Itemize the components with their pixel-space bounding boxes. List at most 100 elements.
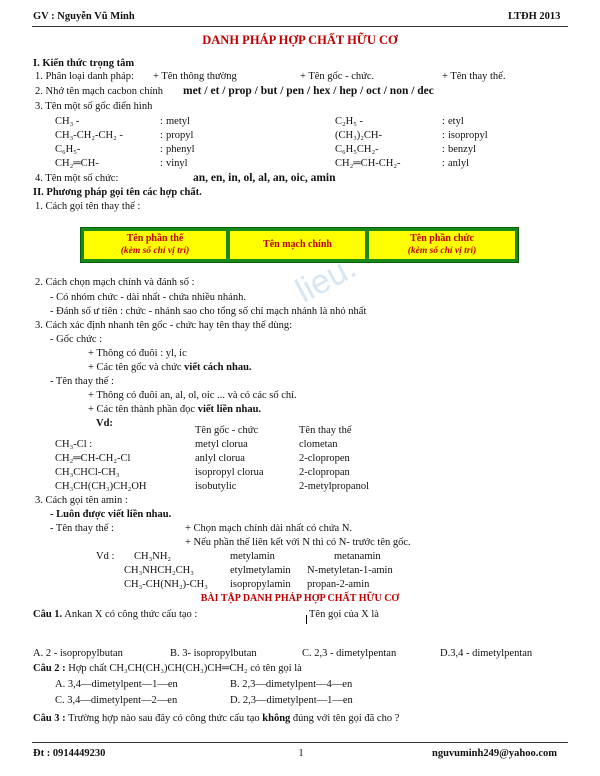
substitutive-rule2: + Các tên thành phần đọc viết liền nhau. [88,404,262,415]
amine-label: 3. Cách gọi tên amin : [35,495,128,506]
radical-formula: CH₃ - [55,116,80,127]
radical-formula: C₆H₅CH₂- [335,144,379,155]
q2-option-d: D. 2,3—dimetylpent—1—en [230,695,353,706]
amine-example-label: Vd : [96,551,115,562]
functional-title: Tên phần chức [410,233,474,244]
example-radical-name: anlyl clorua [195,453,245,464]
radical-name: metyl [166,116,190,127]
radical-functional-label: - Gốc chức : [50,334,103,345]
amine-formula: CH₃-CH(NH₂)-CH₃ [124,579,208,590]
classification-label: 1. Phân loại danh pháp: [35,71,134,82]
example-label: Vd: [96,418,113,429]
teacher-name: GV : Nguyễn Vũ Minh [33,11,135,22]
footer-email: nguvuminh249@yahoo.com [432,748,558,759]
classification-substitutive: + Tên thay thế. [442,71,506,82]
example-substitutive-name: 2-clopropan [299,467,350,478]
quick-naming-label: 3. Cách xác định nhanh tên gốc - chức ha… [35,320,293,331]
radical-formula: CH₂═CH- [55,158,99,169]
footer-divider [32,742,568,743]
substitutive-rule1: + Thông có đuôi an, al, ol, oic ... và c… [88,390,297,401]
example-substitutive-name: 2-clopropen [299,453,350,464]
amine-formula: CH₃NH₂ [134,551,172,562]
question-3: Câu 3 : Trường hợp nào sau đây có công t… [33,713,400,724]
radical-colon: : [442,116,445,127]
amine-radical-name: etylmetylamin [230,565,291,576]
col-radical-functional: Tên gốc - chức [195,425,259,436]
radical-formula: CH₂═CH-CH₂- [335,158,401,169]
example-formula: CH₃-Cl : [55,439,93,450]
radical-colon: : [160,158,163,169]
q1-option-c: C. 2,3 - dimetylpentan [302,648,397,659]
chain-label: 2. Nhớ tên mạch cacbon chính [35,86,164,97]
chain-choice-rule2: - Đánh số ư tiên : chức - nhánh sao cho … [50,306,367,317]
radicals-label: 3. Tên một số gốc điển hình [35,101,153,112]
example-radical-name: metyl clorua [195,439,248,450]
amine-substitutive-label: - Tên thay thế : [50,523,114,534]
classification-common: + Tên thông thường [153,71,237,82]
example-substitutive-name: 2-metylpropanol [299,481,369,492]
example-formula: CH₃CH(CH₃)CH₂OH [55,481,147,492]
section2-heading: II. Phương pháp gọi tên các hợp chất. [33,187,202,198]
chain-choice-label: 2. Cách chọn mạch chính và đánh số : [35,277,195,288]
functional-note: (kèm số chỉ vị trí) [407,246,477,256]
q2-option-b: B. 2,3—dimetylpent—4—en [230,679,353,690]
page-number: 1 [298,748,304,759]
col-substitutive: Tên thay thế [299,425,352,436]
q1-option-d: D.3,4 - dimetylpentan [440,648,533,659]
radical-colon: : [160,116,163,127]
q2-option-c: C. 3,4—dimetylpent—2—en [55,695,178,706]
exercise-title: BÀI TẬP DANH PHÁP HỢP CHẤT HỮU CƠ [200,593,400,604]
amine-rule2: + Nếu phần thế liên kết với N thì có N- … [185,537,411,548]
amine-substitutive-name: propan-2-amin [307,579,370,590]
amine-rule-joined: - Luôn được viết liền nhau. [50,509,172,520]
radical-name: etyl [448,116,464,127]
q1-option-b: B. 3- isopropylbutan [170,648,257,659]
page-title: DANH PHÁP HỢP CHẤT HỮU CƠ [202,33,398,47]
example-formula: CH₂═CH-CH₂-Cl [55,453,131,464]
classification-radical: + Tên gốc - chức. [300,71,375,82]
amine-formula: CH₃NHCH₂CH₃ [124,565,194,576]
question-1-name-prompt: Tên gọi của X là [309,609,379,620]
radical-colon: : [160,130,163,141]
naming-scheme-box: Tên phần thế (kèm số chỉ vị trí) Tên mạc… [80,227,519,263]
question-2: Câu 2 : Hợp chất CH₃CH(CH₃)CH(CH₃)CH═CH₂… [33,663,302,674]
structure-formula-mark [306,615,307,624]
substituent-note: (kèm số chỉ vị trí) [120,246,190,256]
section1-heading: I. Kiến thức trọng tâm [33,58,135,69]
radical-functional-rule2: + Các tên gốc và chức viết cách nhau. [88,362,252,373]
functional-cell: Tên phần chức (kèm số chỉ vị trí) [369,231,515,259]
amine-substitutive-name: N-metyletan-1-amin [307,565,393,576]
footer-phone: Đt : 0914449230 [33,748,106,759]
radical-formula: (CH₃)₂CH- [335,130,382,141]
example-formula: CH₃CHCl-CH₃ [55,467,120,478]
chain-list: met / et / prop / but / pen / hex / hep … [183,85,434,97]
q2-option-a: A. 3,4—dimetylpent—1—en [55,679,178,690]
amine-substitutive-name: metanamin [334,551,381,562]
substituent-title: Tên phần thế [126,233,184,244]
radical-name: anlyl [448,158,469,169]
exam-code: LTĐH 2013 [508,11,561,22]
radical-name: benzyl [448,144,476,155]
header-divider [32,26,568,27]
radical-functional-rule1: + Thông có đuôi : yl, ic [88,348,187,359]
substituent-cell: Tên phần thế (kèm số chỉ vị trí) [84,231,226,259]
amine-rule1: + Chọn mạch chính dài nhất có chứa N. [185,523,353,534]
radical-formula: CH₃-CH₂-CH₂ - [55,130,123,141]
main-chain-cell: Tên mạch chính [230,231,365,259]
substitutive-sub-label: - Tên thay thế : [50,376,114,387]
amine-radical-name: metylamin [230,551,275,562]
radical-name: propyl [166,130,194,141]
amine-radical-name: isopropylamin [230,579,291,590]
radical-colon: : [160,144,163,155]
radical-colon: : [442,130,445,141]
substitutive-label: 1. Cách gọi tên thay thế : [35,201,141,212]
example-substitutive-name: clometan [299,439,338,450]
radical-name: isopropyl [448,130,488,141]
q1-option-a: A. 2 - isopropylbutan [33,648,123,659]
functional-label: 4. Tên một số chức: [35,173,119,184]
example-radical-name: isobutylic [195,481,237,492]
radical-formula: C₂H₅ - [335,116,364,127]
example-radical-name: isopropyl clorua [195,467,264,478]
radical-colon: : [442,144,445,155]
functional-list: an, en, in, ol, al, an, oic, amin [193,172,336,184]
